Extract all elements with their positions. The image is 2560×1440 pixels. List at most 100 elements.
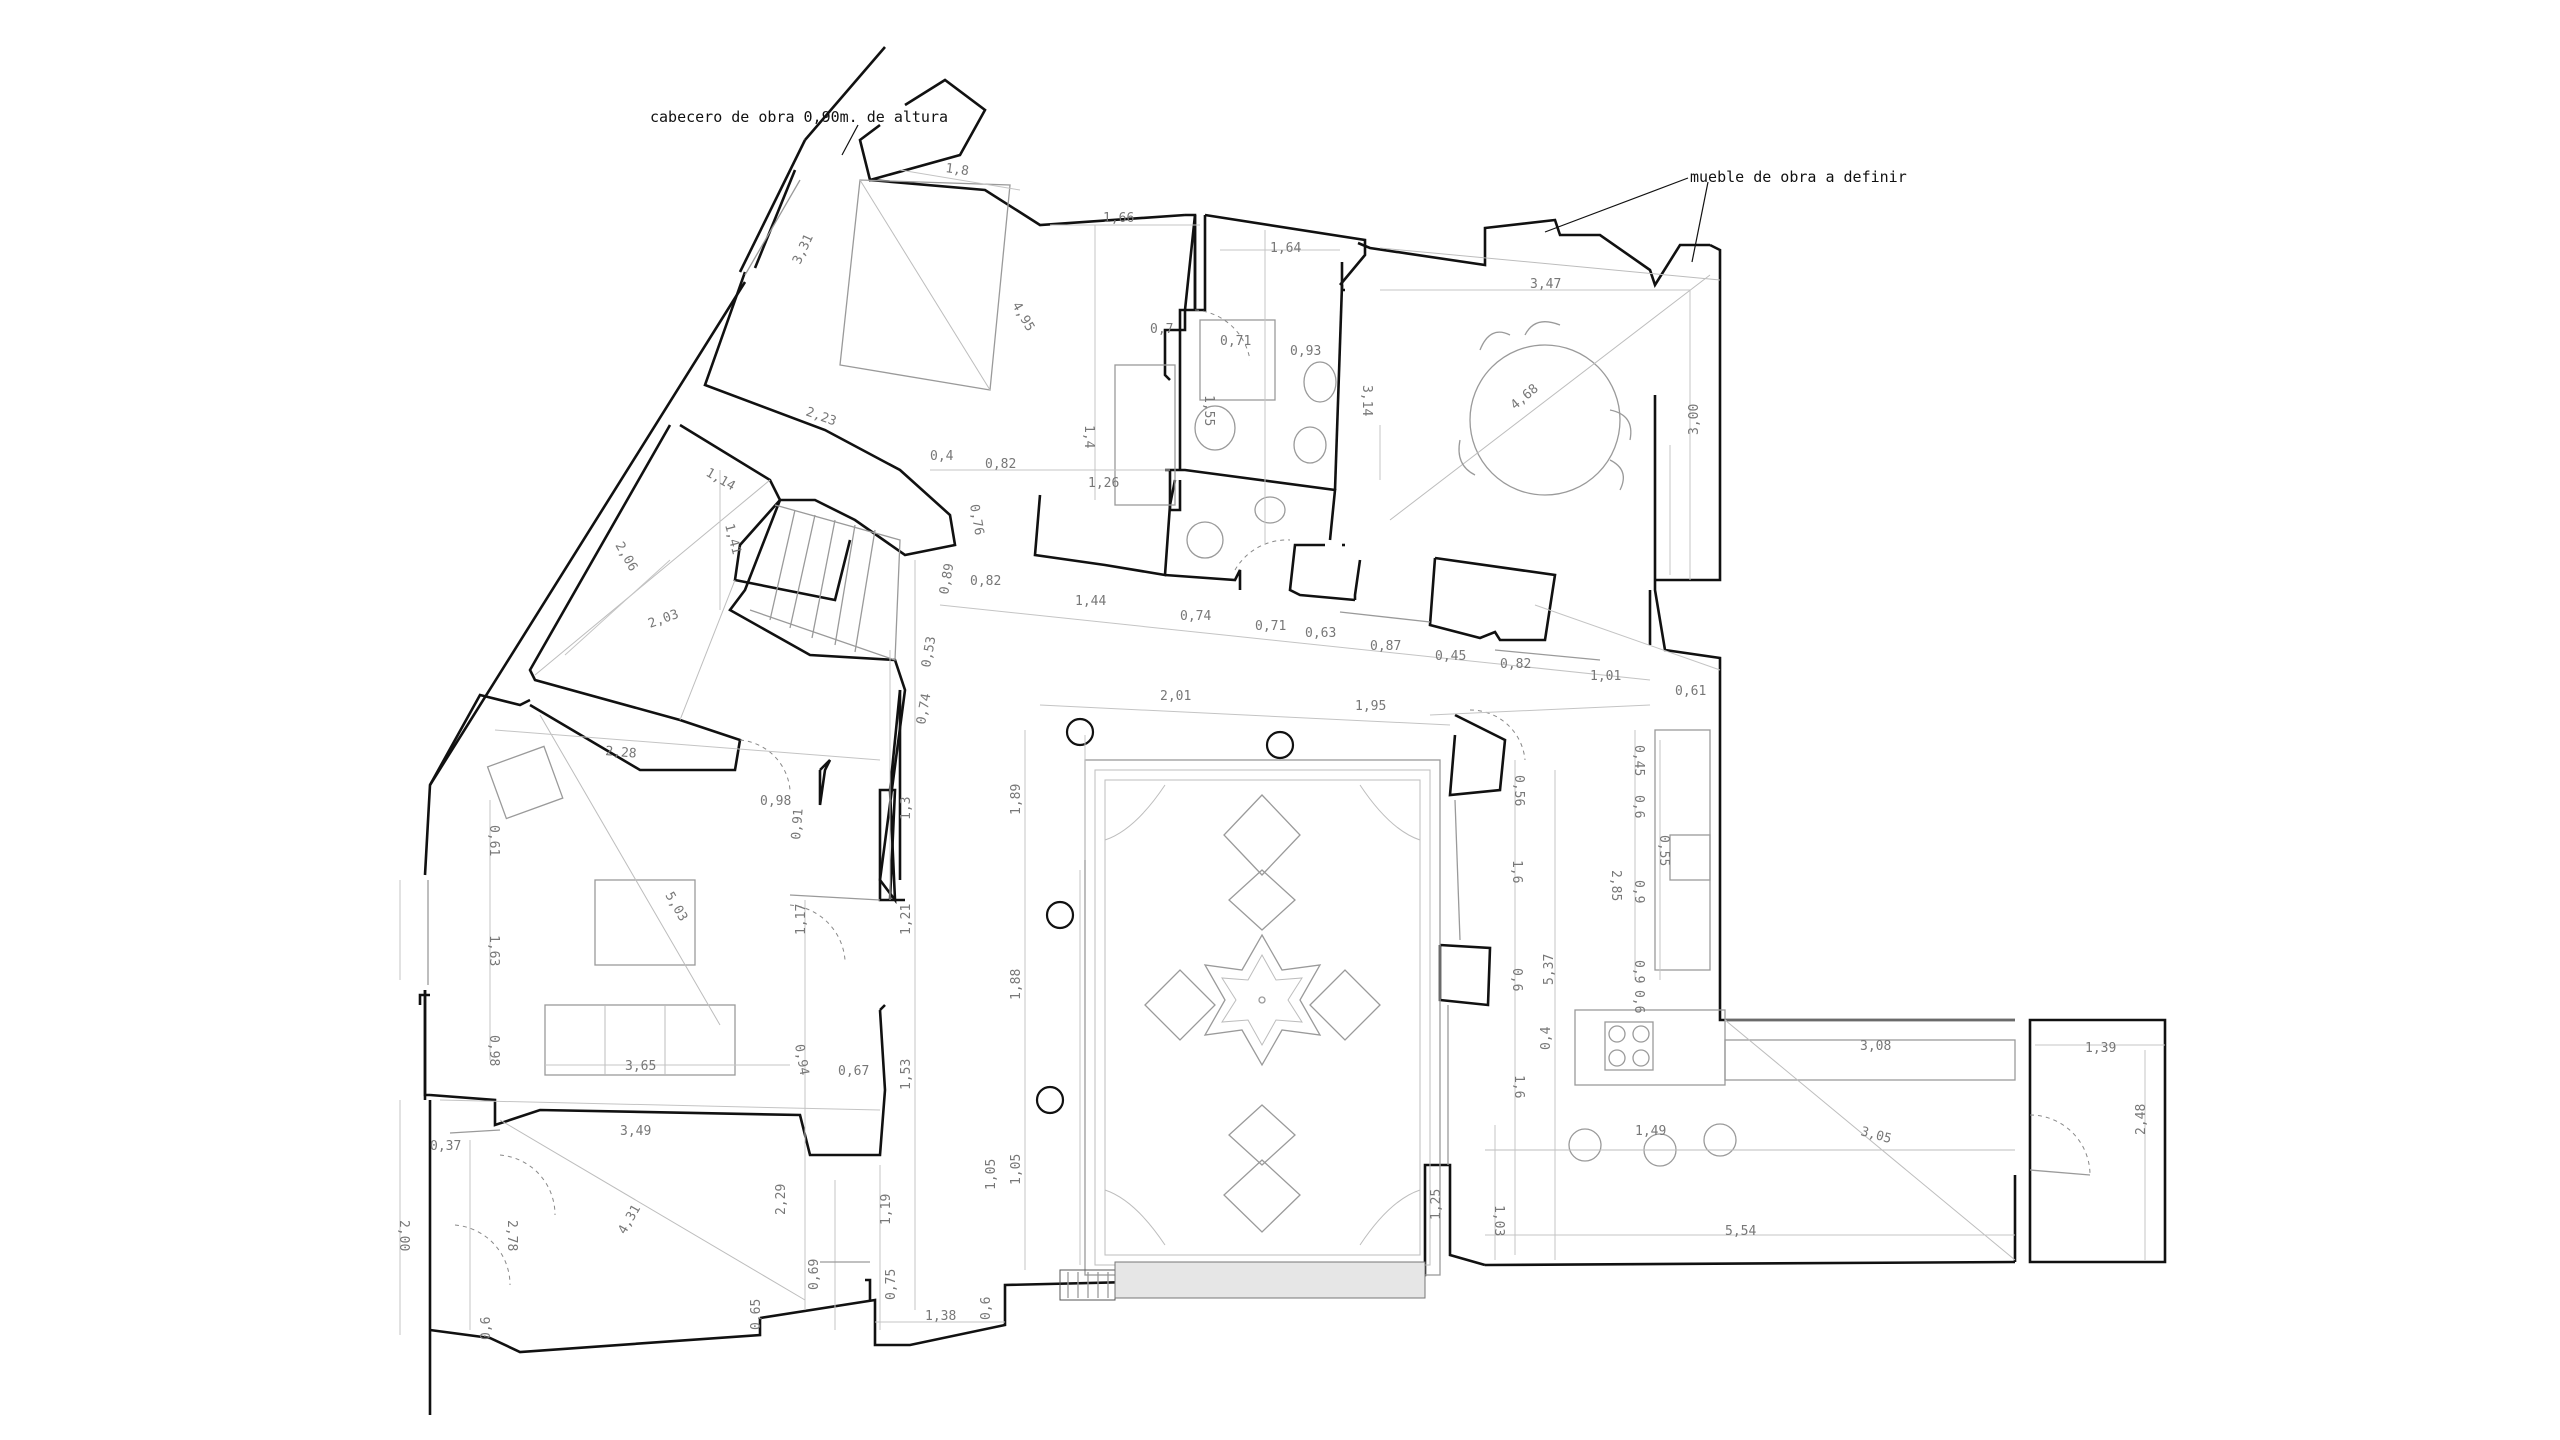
dim-label: 0,61 (486, 825, 501, 856)
dim-label: 1,01 (1590, 669, 1621, 684)
dim-label: 1,4 (1081, 425, 1096, 449)
dim-label: 0,91 (789, 808, 807, 841)
dim-label: 1,64 (1270, 241, 1301, 256)
dim-label: 0,98 (486, 1035, 501, 1066)
gravel-strip (1114, 1261, 1426, 1299)
dim-label: 1,63 (486, 935, 501, 966)
dim-label: 0,6 (1631, 795, 1646, 818)
dim-label: 0,7 (1150, 322, 1173, 337)
windows (427, 179, 2091, 1263)
dim-label: 3,14 (1359, 385, 1374, 416)
dim-label: 1,49 (1635, 1124, 1666, 1139)
dim-label: 0,9 (1631, 880, 1646, 903)
dim-label: 1,25 (1429, 1189, 1444, 1220)
dim-label: 0,9 (1631, 960, 1646, 983)
dim-label: 0,61 (1675, 684, 1706, 699)
dim-label: 0,69 (807, 1259, 822, 1290)
coffee-table (594, 879, 696, 966)
dim-label: 0,67 (838, 1064, 869, 1079)
dim-label: 1,39 (2085, 1041, 2116, 1056)
dim-label: 2,85 (1608, 870, 1623, 901)
dim-label: 3,47 (1530, 277, 1561, 292)
dim-label: 0,6 (1509, 968, 1524, 991)
dim-label: 0,82 (985, 457, 1016, 472)
dim-label: 1,05 (984, 1159, 999, 1190)
dim-label: 0,87 (1370, 639, 1401, 654)
dim-label: 1,88 (1009, 969, 1024, 1000)
dim-label: 1,26 (1088, 476, 1119, 491)
dim-label: 3,49 (620, 1124, 651, 1139)
dim-label: 1,89 (1009, 784, 1024, 815)
dim-label: 5,54 (1725, 1224, 1756, 1239)
dim-label: 1,21 (899, 904, 914, 935)
dim-label: 1,41 (721, 522, 744, 556)
dim-label: 0,74 (914, 692, 934, 726)
dim-label: 0,55 (1656, 835, 1671, 866)
dim-label: 0,82 (1500, 657, 1531, 672)
dim-label: 2,78 (504, 1220, 519, 1251)
dim-label: 1,95 (1355, 699, 1386, 714)
dim-label: 0,76 (966, 503, 986, 536)
dim-label: 3,05 (1859, 1124, 1893, 1147)
dim-label: 0,6 (1631, 990, 1646, 1013)
dim-label: 0,56 (1511, 775, 1526, 806)
dim-label: 2,01 (1160, 689, 1191, 704)
dim-label: 2,23 (804, 405, 839, 430)
dim-label: 2,28 (605, 744, 638, 762)
dim-label: 3,31 (790, 232, 817, 267)
dim-label: 0,74 (1180, 609, 1211, 624)
columns (1035, 717, 1295, 1115)
dim-label: 3,08 (1860, 1039, 1891, 1054)
dim-label: 0,6 (479, 1317, 494, 1340)
dim-label: 0,4 (1539, 1026, 1554, 1050)
dim-label: 4,31 (615, 1202, 644, 1237)
dim-label: 5,03 (662, 890, 691, 925)
kitchen-counter (1574, 1009, 1726, 1086)
dim-label: 1,44 (1075, 594, 1106, 609)
dim-label: 0,63 (1305, 626, 1336, 641)
annotations: cabecero de obra 0,90m. de altura mueble… (650, 108, 1907, 263)
dim-label: 3,65 (625, 1059, 656, 1074)
dim-label: 1,55 (1201, 395, 1216, 426)
dim-label: 4,95 (1009, 300, 1038, 335)
headboard-note: cabecero de obra 0,90m. de altura (650, 108, 948, 126)
dim-label: 2,06 (612, 540, 641, 575)
furniture-note: mueble de obra a definir (1690, 168, 1907, 186)
dim-label: 0,71 (1255, 619, 1286, 634)
dim-label: 2,00 (396, 1220, 411, 1251)
courtyard-pattern (1059, 759, 1441, 1301)
dim-label: 0,82 (970, 574, 1001, 589)
dim-label: 1,6 (1511, 1075, 1526, 1098)
sofa (544, 1004, 736, 1076)
dim-label: 1,6 (1509, 860, 1524, 883)
dim-label: 1,05 (1009, 1154, 1024, 1185)
dim-label: 2,48 (2134, 1104, 2149, 1135)
dim-label: 0,45 (1435, 649, 1466, 664)
star-fountain (1203, 933, 1322, 1067)
dim-label: 3,00 (1687, 404, 1702, 435)
armchair (486, 745, 564, 820)
dim-label: 1,8 (944, 161, 969, 179)
dining-table (1469, 344, 1621, 496)
dim-label: 1,03 (1491, 1205, 1506, 1236)
dim-label: 0,98 (760, 794, 791, 809)
dim-label: 1,38 (925, 1309, 956, 1324)
stairs (749, 504, 901, 661)
dim-label: 0,53 (919, 635, 939, 668)
interior-lines (486, 179, 2016, 1301)
dim-label: 1,3 (899, 797, 914, 820)
dim-label: 0,37 (430, 1139, 461, 1154)
dimension-lines (399, 169, 2165, 1335)
dim-label: 0,93 (1290, 344, 1321, 359)
dim-label: 0,94 (791, 1043, 811, 1077)
dim-label: 2,03 (646, 607, 681, 632)
dim-label: 1,17 (794, 904, 809, 935)
dim-label: 0,6 (979, 1297, 994, 1320)
dim-label: 5,37 (1542, 954, 1557, 985)
dim-label: 1,53 (899, 1059, 914, 1090)
door-swings (454, 309, 2091, 1286)
dim-label: 0,45 (1631, 745, 1646, 776)
dim-label: 1,19 (879, 1194, 894, 1225)
dim-label: 0,71 (1220, 334, 1251, 349)
dim-label: 0,4 (930, 449, 954, 464)
